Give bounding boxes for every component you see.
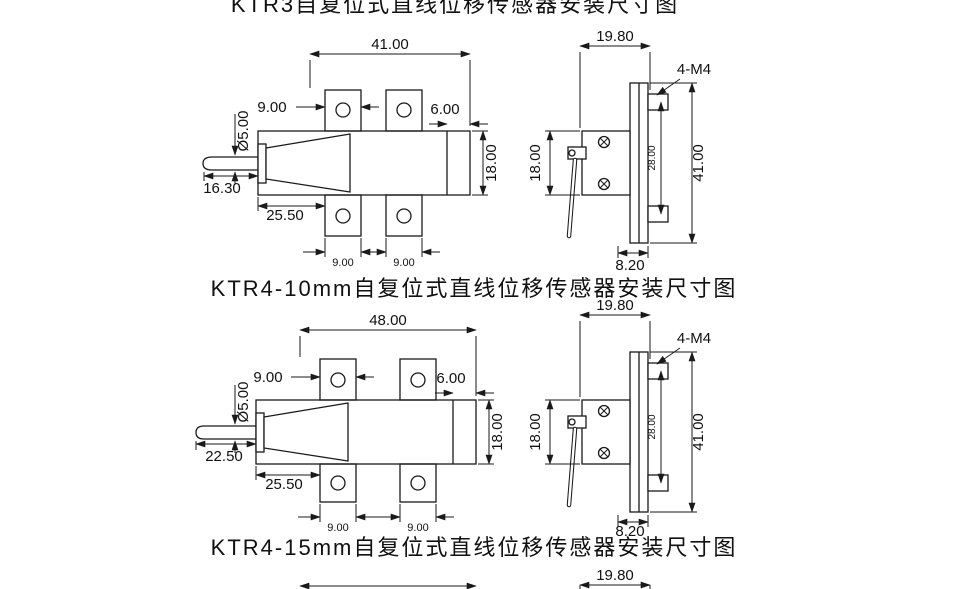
mount-hole [335, 208, 351, 224]
title-ktr4-10: KTR4-10mm自复位式直线位移传感器安装尺寸图 [211, 276, 738, 301]
ktr3-front-dimensions: 41.00 9.00 6.00 Ø5.00 16.30 18.00 25.50 [203, 36, 500, 269]
boot-cone [263, 402, 349, 462]
mount-hole [330, 475, 346, 491]
threaded-ear [647, 205, 669, 223]
mount-tab [399, 358, 437, 401]
sensor-body-end [581, 399, 631, 465]
drawing-ktr3: 41.00 9.00 6.00 Ø5.00 16.30 18.00 25.50 [202, 28, 711, 274]
dim-rod-length: 16.30 [203, 180, 241, 197]
dim-tab-offset: 9.00 [257, 99, 286, 116]
dim-overall-length: 48.00 [369, 312, 407, 329]
hook-eye [568, 418, 576, 426]
dim-tab-width: 9.00 [407, 522, 428, 534]
ktr4-side-dimensions: 19.80 4-M4 18.00 28.00 41.00 8.20 [527, 297, 711, 540]
hook-eye [568, 149, 576, 157]
ktr4-front-view [195, 358, 477, 503]
dim-body-height: 18.00 [483, 144, 500, 182]
screw-head [597, 446, 611, 460]
mount-hole [396, 102, 412, 118]
dim-tab-width: 9.00 [393, 257, 414, 269]
mount-hole [396, 208, 412, 224]
drawing-ktr4-10: 48.00 9.00 6.00 Ø5.00 22.50 18.00 25.50 [195, 297, 711, 540]
mount-hole [330, 372, 346, 388]
dim-rod-length: 22.50 [205, 448, 243, 465]
mount-tab [399, 463, 437, 503]
dim-hole-span: 28.00 [647, 145, 658, 170]
dim-depth: 19.80 [596, 28, 634, 45]
title-ktr3: KTR3自复位式直线位移传感器安装尺寸图 [231, 0, 679, 17]
dim-cap-width: 6.00 [436, 370, 465, 387]
mount-tab [324, 89, 362, 132]
mount-tab [385, 89, 423, 132]
ktr4-side-view [566, 351, 669, 513]
threaded-ear [647, 474, 669, 492]
dim-plate-offset: 8.20 [615, 523, 644, 540]
dim-hole-span: 28.00 [647, 414, 658, 439]
screw-head [597, 177, 611, 191]
title-ktr4-15: KTR4-15mm自复位式直线位移传感器安装尺寸图 [211, 535, 738, 560]
mount-tab [319, 358, 357, 401]
mount-hole [335, 102, 351, 118]
dim-overall-length: 41.00 [371, 36, 409, 53]
dim-cap-width: 6.00 [430, 101, 459, 118]
dim-rod-diameter: Ø5.00 [235, 382, 252, 423]
dim-tab-offset: 9.00 [253, 369, 282, 386]
rod-collar [257, 143, 267, 184]
dim-tab-width: 9.00 [332, 257, 353, 269]
mount-tab [385, 194, 423, 237]
thread-callout: 4-M4 [677, 61, 711, 78]
dim-depth: 19.80 [596, 297, 634, 314]
dim-body-height: 18.00 [527, 413, 544, 451]
plunger-rod [202, 156, 259, 171]
mount-hole [410, 372, 426, 388]
rod-collar [255, 412, 265, 453]
dim-boot-length: 25.50 [265, 476, 303, 493]
threaded-ear [647, 93, 669, 111]
plunger-rod [195, 425, 257, 440]
dim-overall-height: 41.00 [690, 144, 707, 182]
sensor-body-end [581, 130, 631, 196]
ktr3-front-view [202, 89, 471, 237]
thread-callout: 4-M4 [677, 330, 711, 347]
dim-tab-width: 9.00 [327, 522, 348, 534]
dim-overall-height: 41.00 [690, 413, 707, 451]
screw-head [597, 135, 611, 149]
ktr3-side-dimensions: 19.80 4-M4 18.00 28.00 41.00 8.20 [527, 28, 711, 274]
drawing-ktr4-15-partial: 19.80 [299, 567, 651, 589]
mount-tab [319, 463, 357, 503]
mount-hole [410, 475, 426, 491]
latch-hook [567, 146, 587, 160]
latch-hook [567, 415, 587, 429]
mount-tab [324, 194, 362, 237]
boot-cone [265, 133, 351, 193]
dim-boot-length: 25.50 [266, 207, 304, 224]
ktr3-side-view [566, 82, 669, 244]
dim-rod-diameter: Ø5.00 [235, 111, 252, 152]
ktr4-front-dimensions: 48.00 9.00 6.00 Ø5.00 22.50 18.00 25.50 [195, 312, 506, 534]
threaded-ear [647, 362, 669, 380]
dim-body-height: 18.00 [489, 413, 506, 451]
dim-body-height: 18.00 [527, 144, 544, 182]
dim-plate-offset: 8.20 [615, 257, 644, 274]
screw-head [597, 404, 611, 418]
dim-depth: 19.80 [596, 567, 634, 584]
